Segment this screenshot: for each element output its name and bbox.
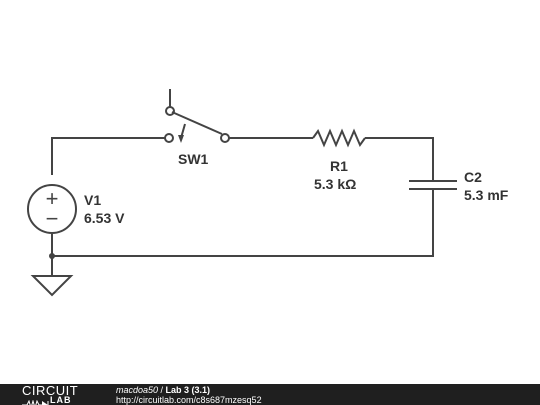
circuitlab-logo-text: CIRCUIT [22, 383, 79, 398]
circuit-url[interactable]: http://circuitlab.com/c8s687mzesq52 [116, 395, 262, 405]
voltage-source-v1[interactable]: + − [27, 184, 77, 234]
resistor-name-label: R1 [330, 158, 348, 174]
resistor-r1[interactable] [312, 128, 366, 148]
resistor-logo-icon [22, 399, 49, 405]
source-plus-sign: + [46, 186, 59, 211]
source-minus-sign: − [46, 206, 59, 231]
switch-pivot [165, 106, 175, 116]
circuit-schematic: SW1 R1 5.3 kΩ C2 5.3 mF + − V1 6.53 V [27, 89, 509, 297]
capacitor-value-label: 5.3 mF [464, 187, 509, 203]
source-value-label: 6.53 V [84, 210, 125, 226]
switch-sw1[interactable] [164, 89, 230, 143]
switch-blade [171, 111, 223, 135]
author-link[interactable]: macdoa50 [116, 385, 159, 395]
wire-top-left [51, 137, 165, 175]
circuitlab-logo-mark: LAB [22, 395, 92, 405]
footer-caption: macdoa50 / Lab 3 (3.1) http://circuitlab… [116, 385, 262, 405]
footer-separator: / [158, 385, 166, 395]
resistor-value-label: 5.3 kΩ [314, 176, 356, 192]
circuit-title: Lab 3 (3.1) [165, 385, 211, 395]
source-name-label: V1 [84, 192, 101, 208]
wire-top-right [365, 137, 434, 181]
footer-bar: CIRCUIT LAB macdoa50 / Lab 3 (3.1) http:… [0, 384, 540, 405]
capacitor-name-label: C2 [464, 169, 482, 185]
switch-contact-left [164, 133, 174, 143]
source-circle [27, 184, 77, 234]
switch-name-label: SW1 [178, 151, 209, 167]
switch-arrow-head [178, 135, 184, 143]
switch-contact-right [220, 133, 230, 143]
wire-bottom [52, 189, 434, 257]
ground-symbol [30, 275, 74, 297]
capacitor-c2[interactable] [409, 180, 457, 190]
circuitlab-logo-lab: LAB [50, 395, 72, 405]
junction-node [49, 253, 55, 259]
